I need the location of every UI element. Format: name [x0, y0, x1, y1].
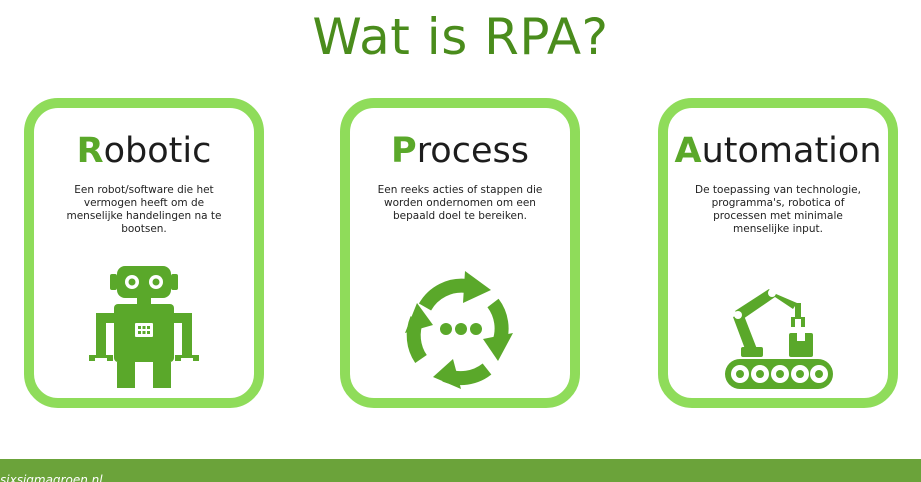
robotic-arm-conveyor-icon: [725, 289, 833, 389]
card-heading: Process: [350, 130, 570, 172]
card-heading-initial: R: [76, 131, 104, 171]
slide-title: Wat is RPA?: [312, 8, 609, 66]
card-description: Een reeks acties of stappen die worden o…: [377, 184, 543, 222]
card-heading-initial: A: [674, 131, 702, 171]
card-heading-initial: P: [391, 131, 417, 171]
card-heading: Automation: [668, 130, 888, 172]
card-description: Een robot/software die het vermogen heef…: [66, 184, 222, 235]
card-process: Process Een reeks acties of stappen die …: [340, 98, 580, 408]
process-cycle-icon: [405, 271, 513, 389]
footer-url[interactable]: sixsigmagroen.nl: [0, 473, 103, 482]
card-description: De toepassing van technologie, programma…: [695, 184, 861, 235]
card-heading-rest: utomation: [701, 131, 882, 171]
card-robotic: Robotic Een robot/software die het vermo…: [24, 98, 264, 408]
robot-icon: [89, 266, 199, 388]
card-heading: Robotic: [34, 130, 254, 172]
card-automation: Automation De toepassing van technologie…: [658, 98, 898, 408]
footer-bar: sixsigmagroen.nl: [0, 459, 921, 482]
card-heading-rest: obotic: [103, 131, 212, 171]
card-heading-rest: rocess: [416, 131, 529, 171]
